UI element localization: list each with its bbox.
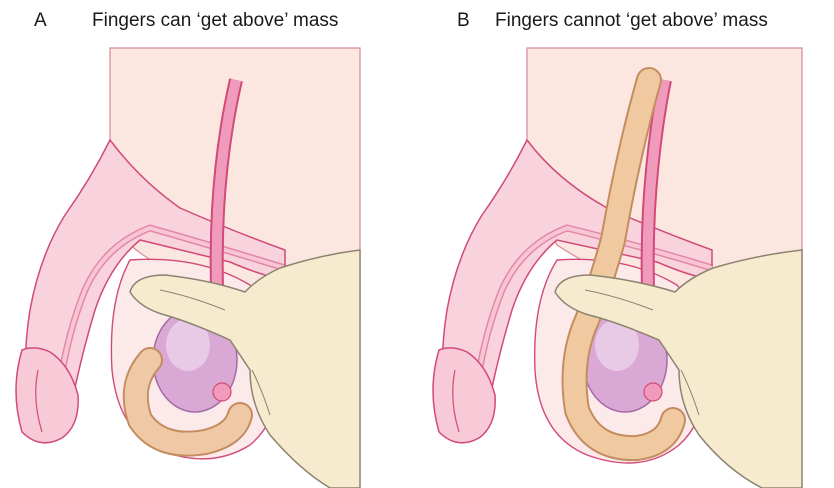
glans [15,347,79,444]
examining-hand [554,249,803,488]
panel-a-illustration [15,47,361,488]
glans [432,347,496,444]
penis-shaft [441,138,713,413]
panel-b-illustration [432,47,803,488]
panel-a-title: Fingers can ‘get above’ mass [92,10,339,31]
panel-a: A Fingers can ‘get above’ mass [15,10,361,488]
panel-a-letter: A [34,10,47,31]
panel-b-letter: B [457,10,470,31]
panel-b-title: Fingers cannot ‘get above’ mass [495,10,768,31]
panel-b: B Fingers cannot ‘get above’ mass [417,0,834,488]
examining-hand [129,249,361,488]
